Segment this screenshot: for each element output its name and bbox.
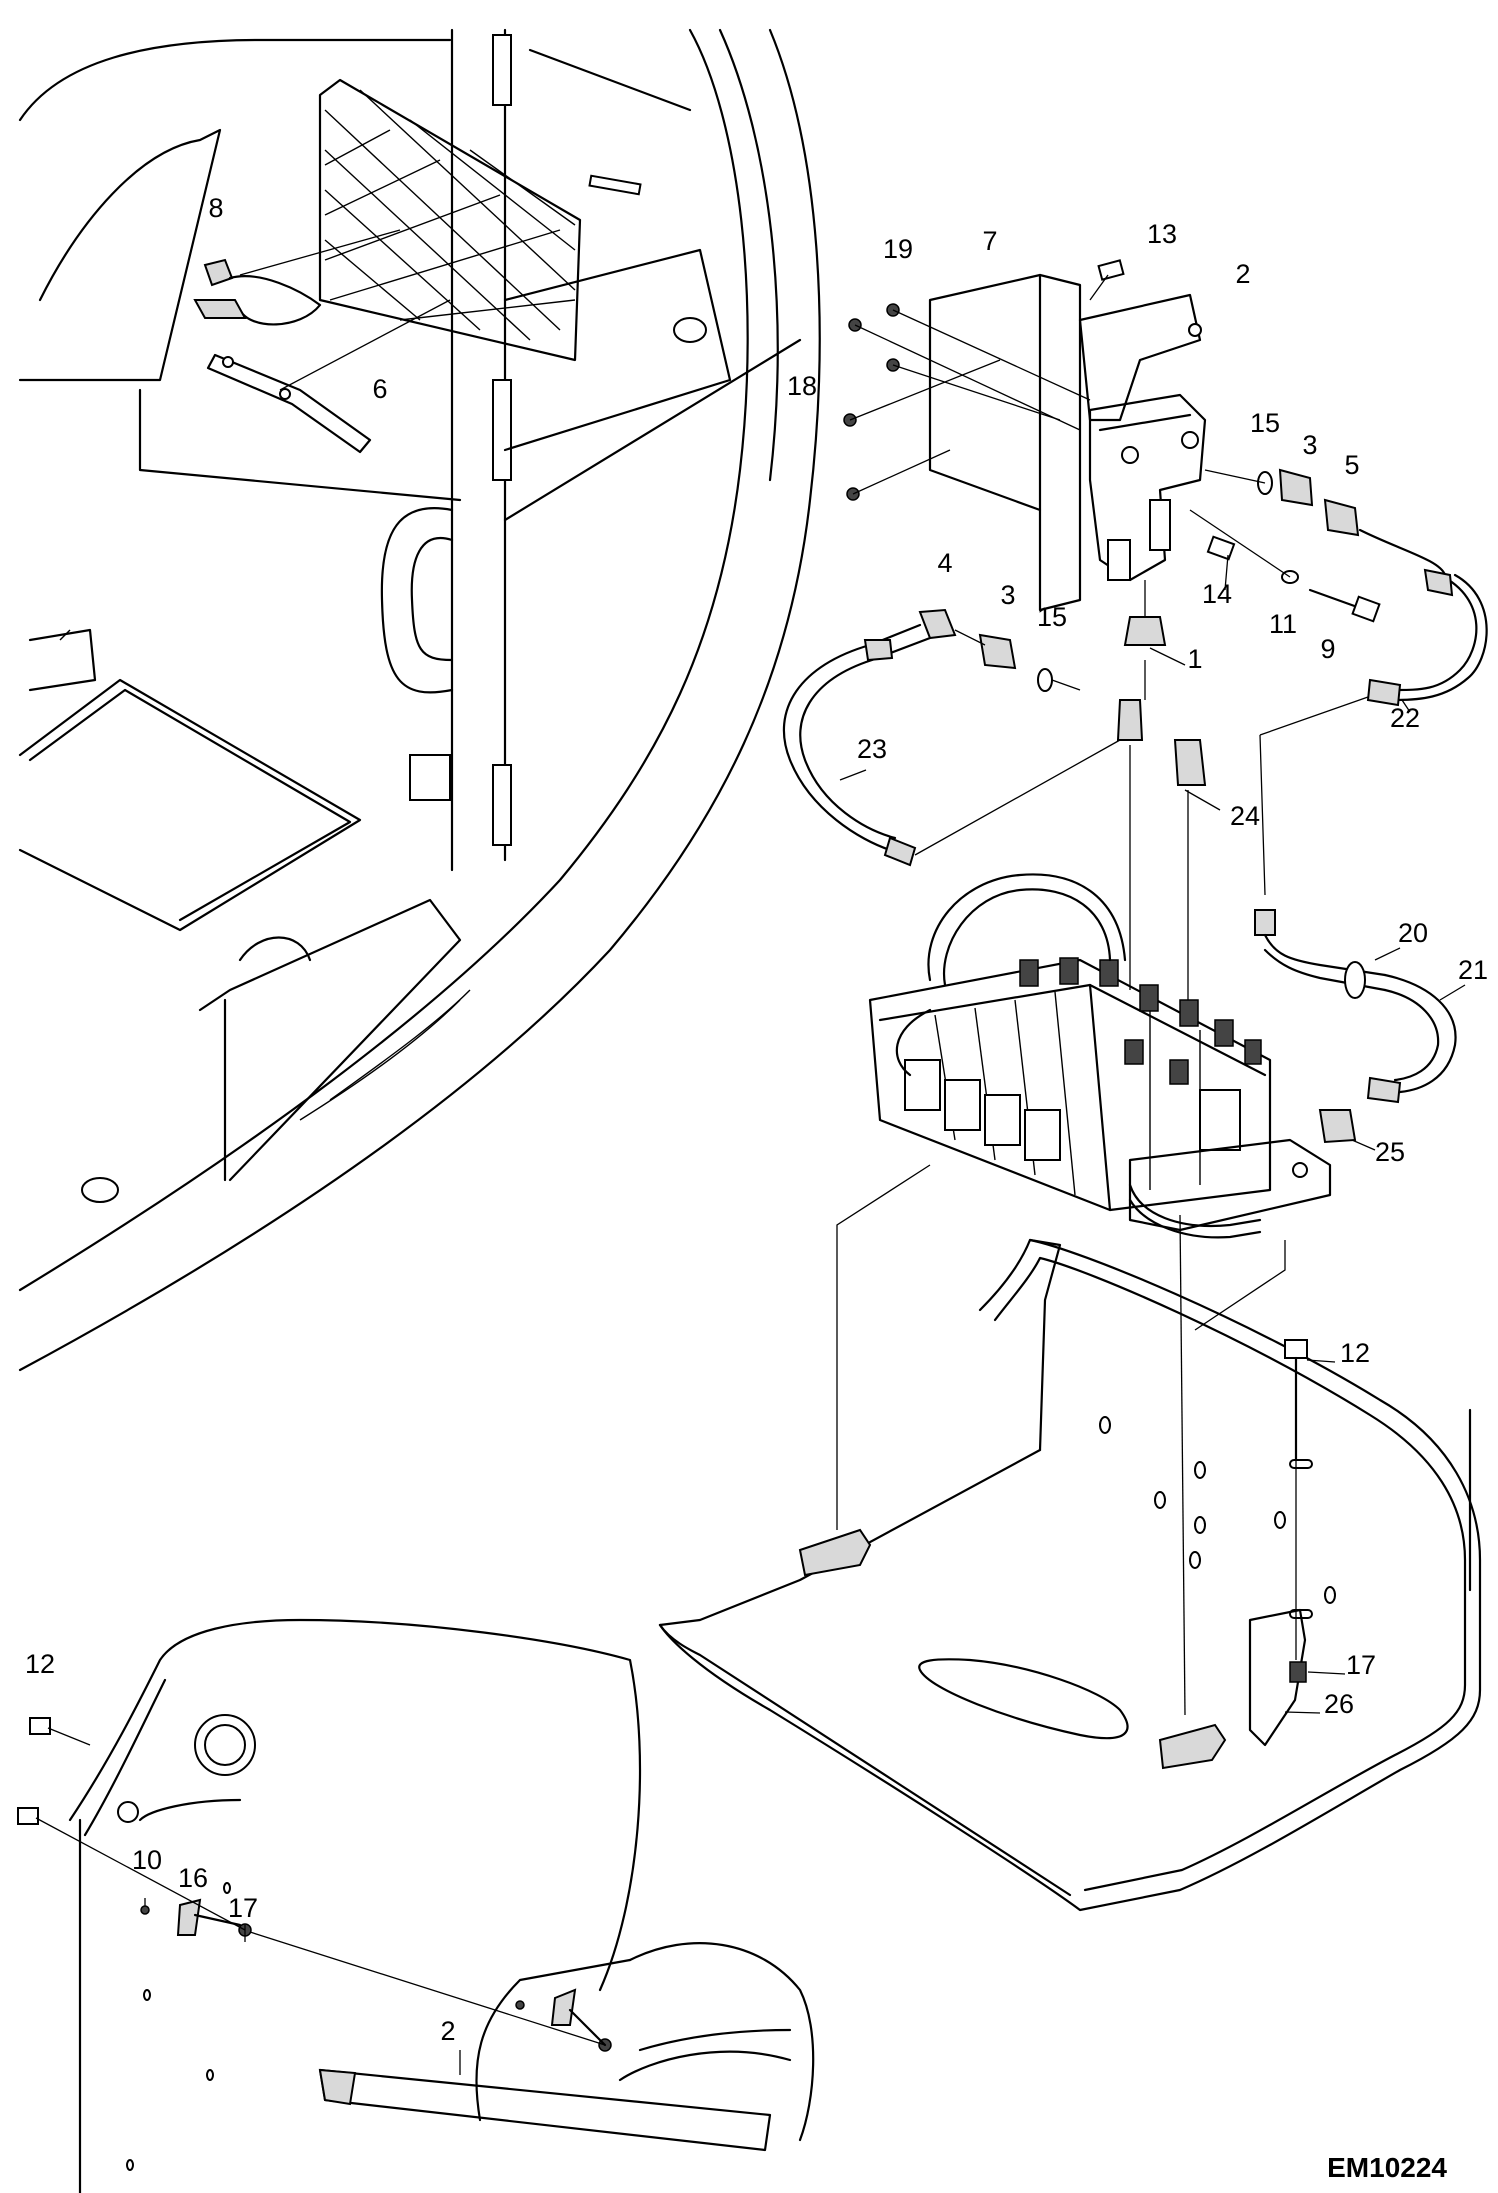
callout-23: 23 bbox=[857, 734, 887, 764]
callout-15: 15 bbox=[1037, 602, 1067, 632]
pedal-valve-assembly bbox=[782, 259, 1488, 1151]
callout-16: 16 bbox=[178, 1863, 208, 1893]
callout-25: 25 bbox=[1375, 1137, 1405, 1167]
lower-frame-drawing bbox=[17, 1618, 815, 2193]
callout-11: 11 bbox=[1269, 609, 1297, 639]
callout-6: 6 bbox=[372, 374, 387, 404]
callout-1: 1 bbox=[1187, 644, 1202, 674]
callout-2: 2 bbox=[1235, 259, 1250, 289]
callout-12: 12 bbox=[25, 1649, 55, 1679]
callout-15: 15 bbox=[1250, 408, 1280, 438]
callout-17: 17 bbox=[1346, 1650, 1376, 1680]
callout-labels: 1234315567891011121213141516171718192202… bbox=[25, 193, 1488, 2046]
callout-26: 26 bbox=[1324, 1689, 1354, 1719]
callout-24: 24 bbox=[1230, 801, 1260, 831]
callout-8: 8 bbox=[208, 193, 223, 223]
callout-12: 12 bbox=[1340, 1338, 1370, 1368]
callout-22: 22 bbox=[1390, 703, 1420, 733]
callout-9: 9 bbox=[1320, 634, 1335, 664]
callout-4: 4 bbox=[937, 548, 952, 578]
cab-frame-drawing bbox=[18, 28, 821, 1372]
valve-mounting-frame bbox=[658, 1238, 1482, 1912]
callout-21: 21 bbox=[1458, 955, 1488, 985]
callout-17: 17 bbox=[228, 1893, 258, 1923]
callout-18: 18 bbox=[787, 371, 817, 401]
diagram-code: EM10224 bbox=[1327, 2152, 1447, 2183]
control-valve-bank bbox=[836, 873, 1332, 1716]
callout-10: 10 bbox=[132, 1845, 162, 1875]
callout-3: 3 bbox=[1000, 580, 1015, 610]
callout-3: 3 bbox=[1302, 430, 1317, 460]
callout-7: 7 bbox=[982, 226, 997, 256]
callout-5: 5 bbox=[1344, 450, 1359, 480]
callout-14: 14 bbox=[1202, 579, 1232, 609]
callout-2: 2 bbox=[440, 2016, 455, 2046]
callout-20: 20 bbox=[1398, 918, 1428, 948]
callout-19: 19 bbox=[883, 234, 913, 264]
callout-13: 13 bbox=[1147, 219, 1177, 249]
